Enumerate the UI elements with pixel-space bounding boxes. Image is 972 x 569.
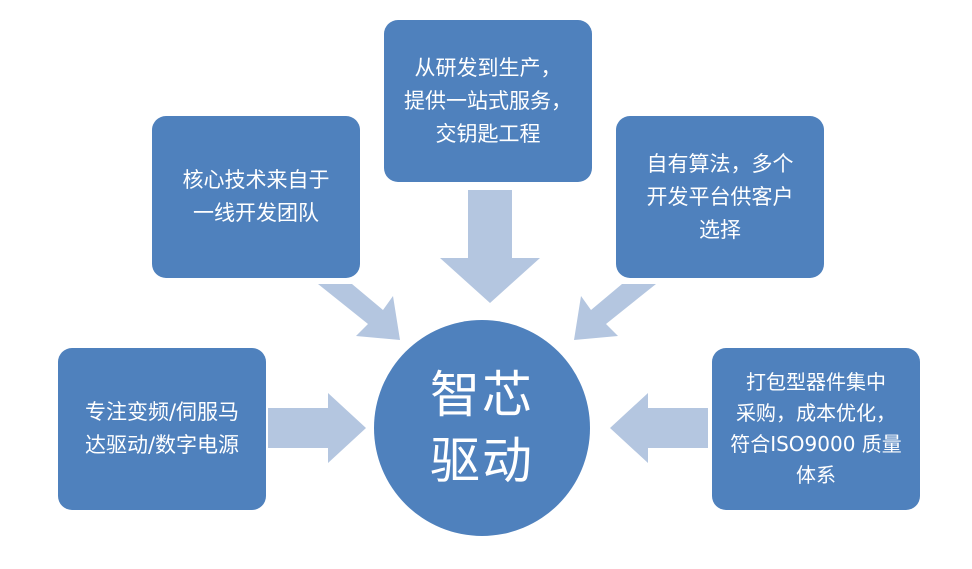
box-upper-right: 自有算法，多个 开发平台供客户 选择 bbox=[616, 116, 824, 278]
box-mid-left-line-1: 专注变频/伺服马 bbox=[84, 400, 240, 424]
box-mid-right: 打包型器件集中 采购，成本优化， 符合ISO9000 质量 体系 bbox=[712, 348, 920, 510]
arrow-mid-right bbox=[610, 393, 708, 463]
box-top-center-line-3: 交钥匙工程 bbox=[435, 121, 541, 146]
box-upper-left-line-2: 一线开发团队 bbox=[193, 201, 319, 225]
box-upper-right-line-2: 开发平台供客户 bbox=[646, 184, 794, 209]
hub-circle: 智芯 驱动 bbox=[374, 320, 590, 536]
box-mid-right-line-4: 体系 bbox=[796, 463, 836, 487]
box-upper-right-line-1: 自有算法，多个 bbox=[646, 151, 794, 176]
arrow-upper-left bbox=[318, 284, 400, 340]
arrow-upper-right bbox=[574, 284, 656, 340]
box-top-center-line-2: 提供一站式服务， bbox=[404, 88, 572, 113]
box-mid-left-line-2: 达驱动/数字电源 bbox=[84, 433, 240, 457]
arrow-mid-left bbox=[268, 393, 366, 463]
hub-line-1: 智芯 bbox=[430, 366, 534, 424]
box-mid-left: 专注变频/伺服马 达驱动/数字电源 bbox=[58, 348, 266, 510]
box-top-center-line-1: 从研发到生产， bbox=[414, 55, 562, 80]
box-mid-right-line-1: 打包型器件集中 bbox=[746, 370, 886, 394]
box-mid-right-line-2: 采购，成本优化， bbox=[736, 401, 896, 425]
arrow-top-center bbox=[440, 190, 540, 303]
box-upper-right-line-3: 选择 bbox=[699, 217, 741, 242]
box-mid-right-line-3: 符合ISO9000 质量 bbox=[730, 432, 902, 456]
box-upper-left: 核心技术来自于 一线开发团队 bbox=[152, 116, 360, 278]
box-upper-left-line-1: 核心技术来自于 bbox=[182, 168, 330, 192]
box-top-center: 从研发到生产， 提供一站式服务， 交钥匙工程 bbox=[384, 20, 592, 182]
hub-line-2: 驱动 bbox=[430, 432, 534, 490]
